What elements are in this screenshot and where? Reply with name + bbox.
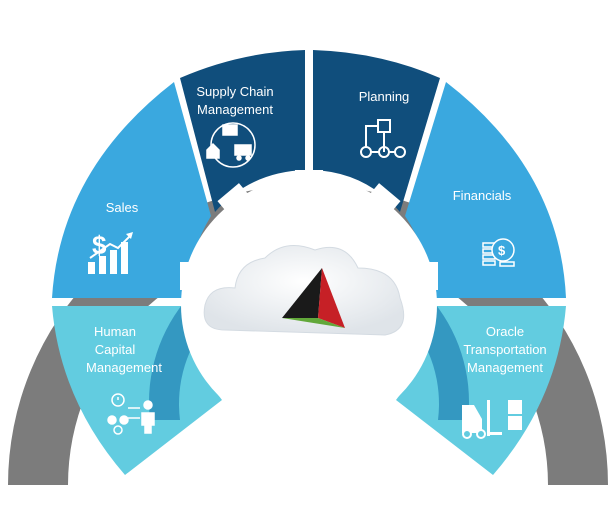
label-financials: Financials (453, 188, 512, 203)
segment-financials[interactable] (405, 82, 566, 298)
supply-chain-icon (206, 122, 256, 168)
workflow-icon (360, 119, 406, 158)
label-hcm-3: Management (86, 360, 162, 375)
svg-text:$: $ (498, 243, 506, 258)
label-hcm-2: Capital (95, 342, 136, 357)
forklift-icon (462, 400, 522, 439)
oracle-logo-icon (282, 268, 345, 328)
segment-planning[interactable] (313, 50, 440, 212)
label-otm-3: Management (467, 360, 543, 375)
sales-growth-icon: $ (88, 230, 133, 274)
coins-icon: $ (482, 238, 515, 267)
segment-supply-chain[interactable] (180, 50, 305, 212)
people-management-icon (107, 393, 155, 435)
ring-label-analytics: Analytics (578, 268, 601, 352)
svg-text:$: $ (92, 230, 107, 260)
cloud-shape (203, 245, 405, 336)
label-otm-2: Transportation (463, 342, 546, 357)
label-planning: Planning (359, 89, 410, 104)
label-sales: Sales (106, 200, 139, 215)
segment-sales[interactable] (52, 82, 211, 298)
label-hcm-1: Human (94, 324, 136, 339)
label-supply-chain-1: Supply Chain (196, 84, 273, 99)
label-otm-1: Oracle (486, 324, 524, 339)
label-supply-chain-2: Management (197, 102, 273, 117)
ring-label-paas: PaaS (22, 294, 45, 345)
